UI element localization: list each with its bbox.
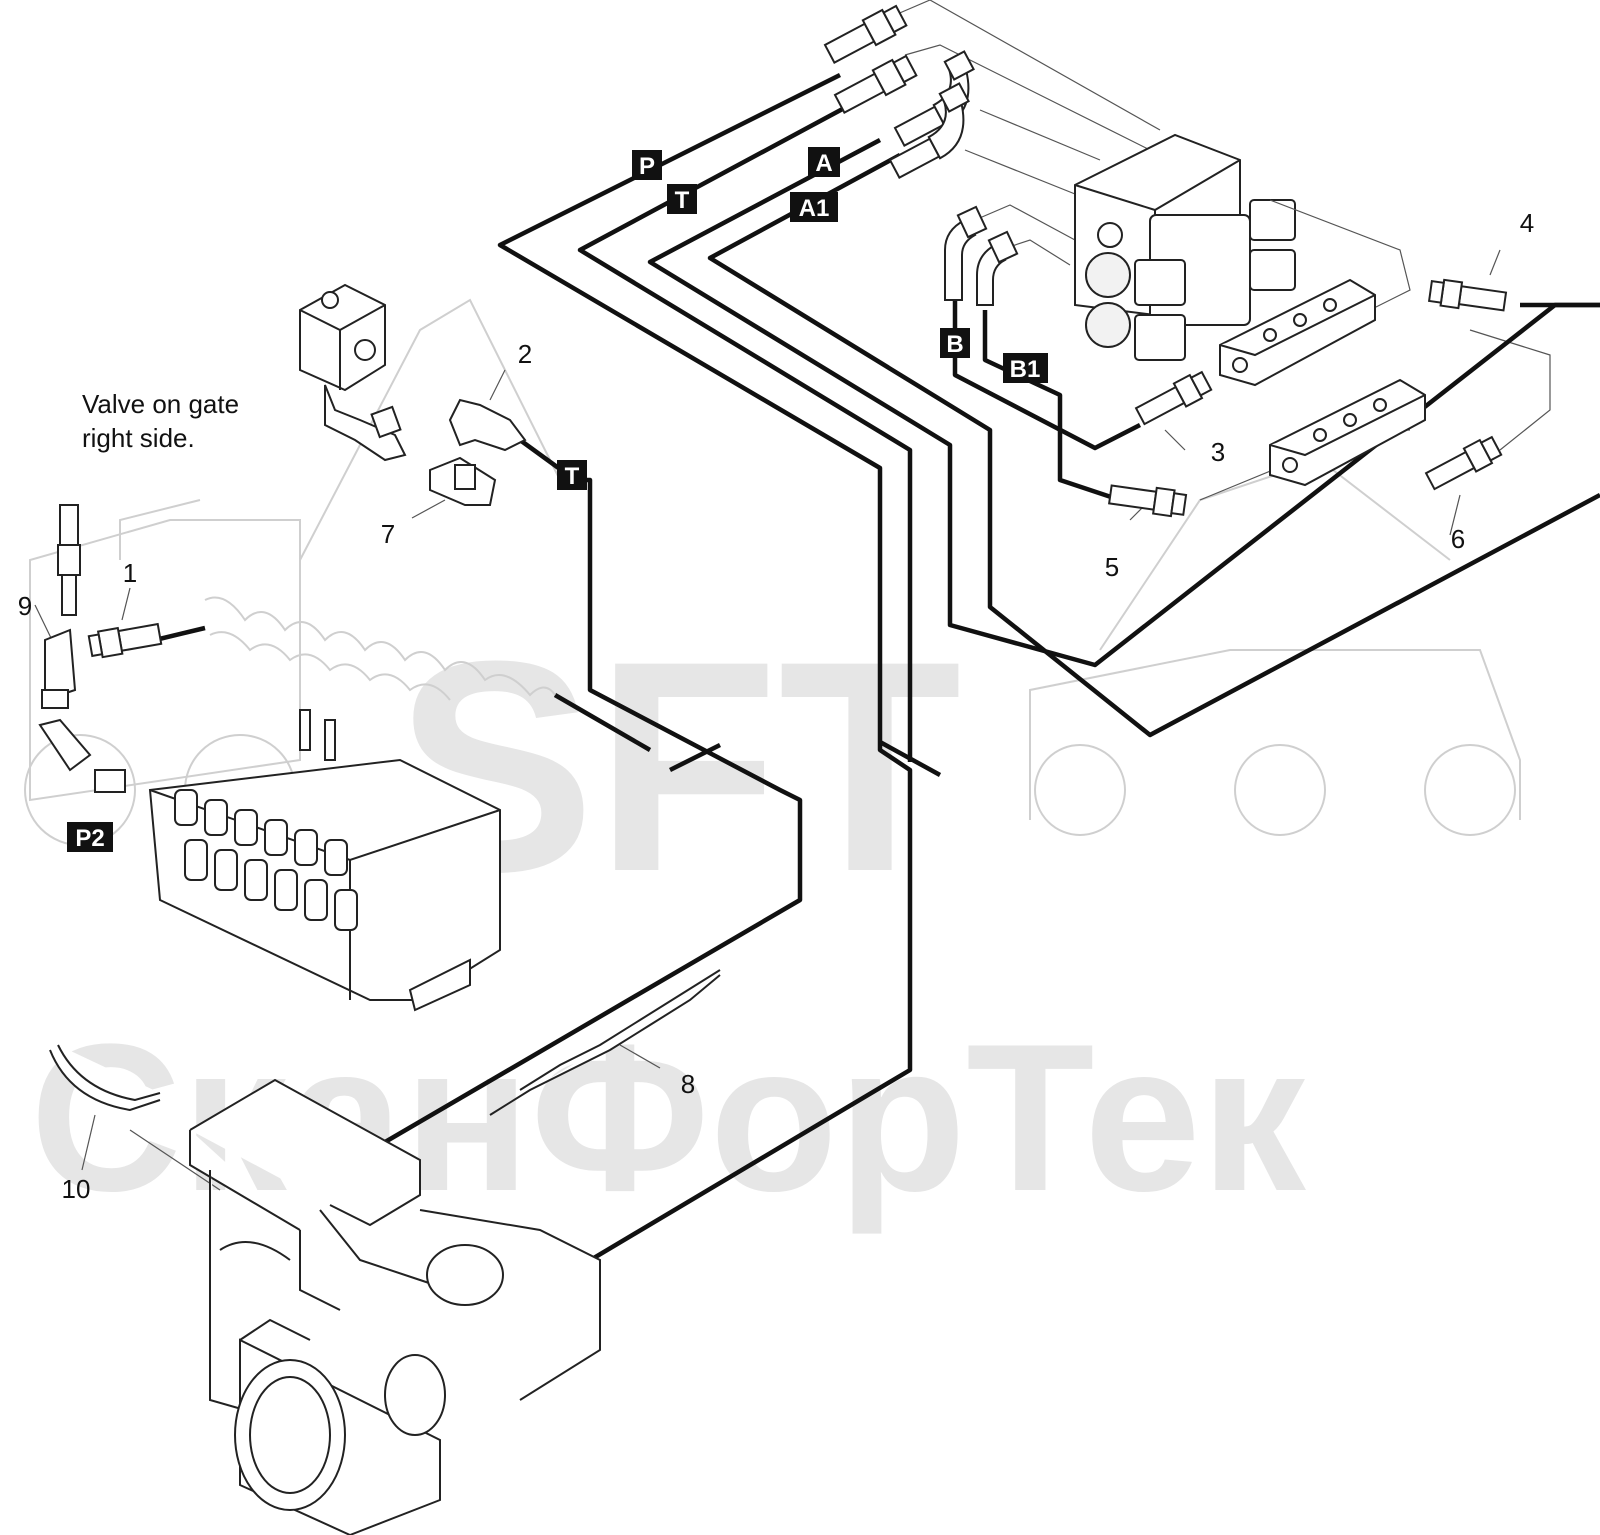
watermark-excavator-right [1029, 458, 1521, 836]
gate-valve-note: Valve on gate right side. [82, 389, 239, 453]
svg-text:A1: A1 [799, 195, 830, 222]
callout-4: 4 [1520, 208, 1534, 238]
tag-t-top: T [667, 184, 697, 214]
port-tags: P T A A1 B B1 T P2 [67, 147, 1048, 852]
svg-text:T: T [675, 187, 690, 214]
fitting-9 [38, 504, 126, 793]
note-line-1: Valve on gate [82, 389, 239, 419]
fitting-1 [87, 622, 163, 659]
fittings-left [38, 504, 163, 793]
callout-numbers: 1 2 3 4 5 6 7 8 9 10 [18, 208, 1534, 1204]
svg-text:B: B [946, 331, 963, 358]
control-valve-block [1074, 133, 1426, 487]
callout-1: 1 [123, 558, 137, 588]
callout-6: 6 [1451, 524, 1465, 554]
tag-a: A [808, 147, 840, 177]
callout-3: 3 [1211, 437, 1225, 467]
callout-7: 7 [381, 519, 395, 549]
tag-t-mid: T [557, 460, 587, 490]
tag-a1: A1 [790, 192, 838, 222]
hose-1 [154, 625, 206, 643]
fitting-t [833, 54, 918, 114]
callout-2: 2 [518, 339, 532, 369]
tag-p: P [632, 150, 662, 180]
tag-b: B [940, 328, 970, 358]
note-line-2: right side. [82, 423, 195, 453]
spiral-guard-8 [489, 969, 721, 1116]
b-fittings [944, 205, 1019, 306]
fitting-a1 [888, 82, 970, 179]
fittings-right [1108, 278, 1508, 518]
tag-b1: B1 [1003, 353, 1048, 383]
callout-10: 10 [62, 1174, 91, 1204]
hose-p-long [538, 742, 913, 1292]
fitting-6 [1424, 435, 1503, 491]
fitting-5 [1108, 484, 1188, 518]
top-fittings [823, 4, 975, 179]
fitting-2 [448, 398, 527, 452]
fitting-3 [1134, 370, 1213, 426]
hoses [154, 72, 1600, 1292]
svg-text:P2: P2 [75, 825, 104, 852]
gate-valve [299, 283, 527, 506]
main-control-valve [148, 709, 501, 1012]
svg-text:A: A [815, 150, 832, 177]
tag-p2: P2 [67, 822, 113, 852]
fitting-4 [1427, 278, 1508, 312]
fitting-p [823, 4, 908, 64]
svg-text:T: T [565, 463, 580, 490]
hose-a1 [707, 153, 1600, 738]
callout-9: 9 [18, 591, 32, 621]
valve-spools [174, 789, 358, 931]
fitting-7 [429, 456, 497, 506]
hose-p [497, 72, 883, 742]
callout-5: 5 [1105, 552, 1119, 582]
svg-text:P: P [639, 153, 655, 180]
callout-8: 8 [681, 1069, 695, 1099]
manifold-2 [1269, 378, 1426, 487]
manifold-1 [1219, 278, 1376, 387]
svg-text:B1: B1 [1010, 356, 1041, 383]
gate-housing [189, 1078, 601, 1535]
hose-p2 [553, 693, 652, 752]
spiral-guard-ghost [204, 596, 556, 701]
hose-b1 [982, 310, 1121, 503]
hose-t-top [577, 103, 913, 762]
hose-10 [49, 1044, 161, 1112]
